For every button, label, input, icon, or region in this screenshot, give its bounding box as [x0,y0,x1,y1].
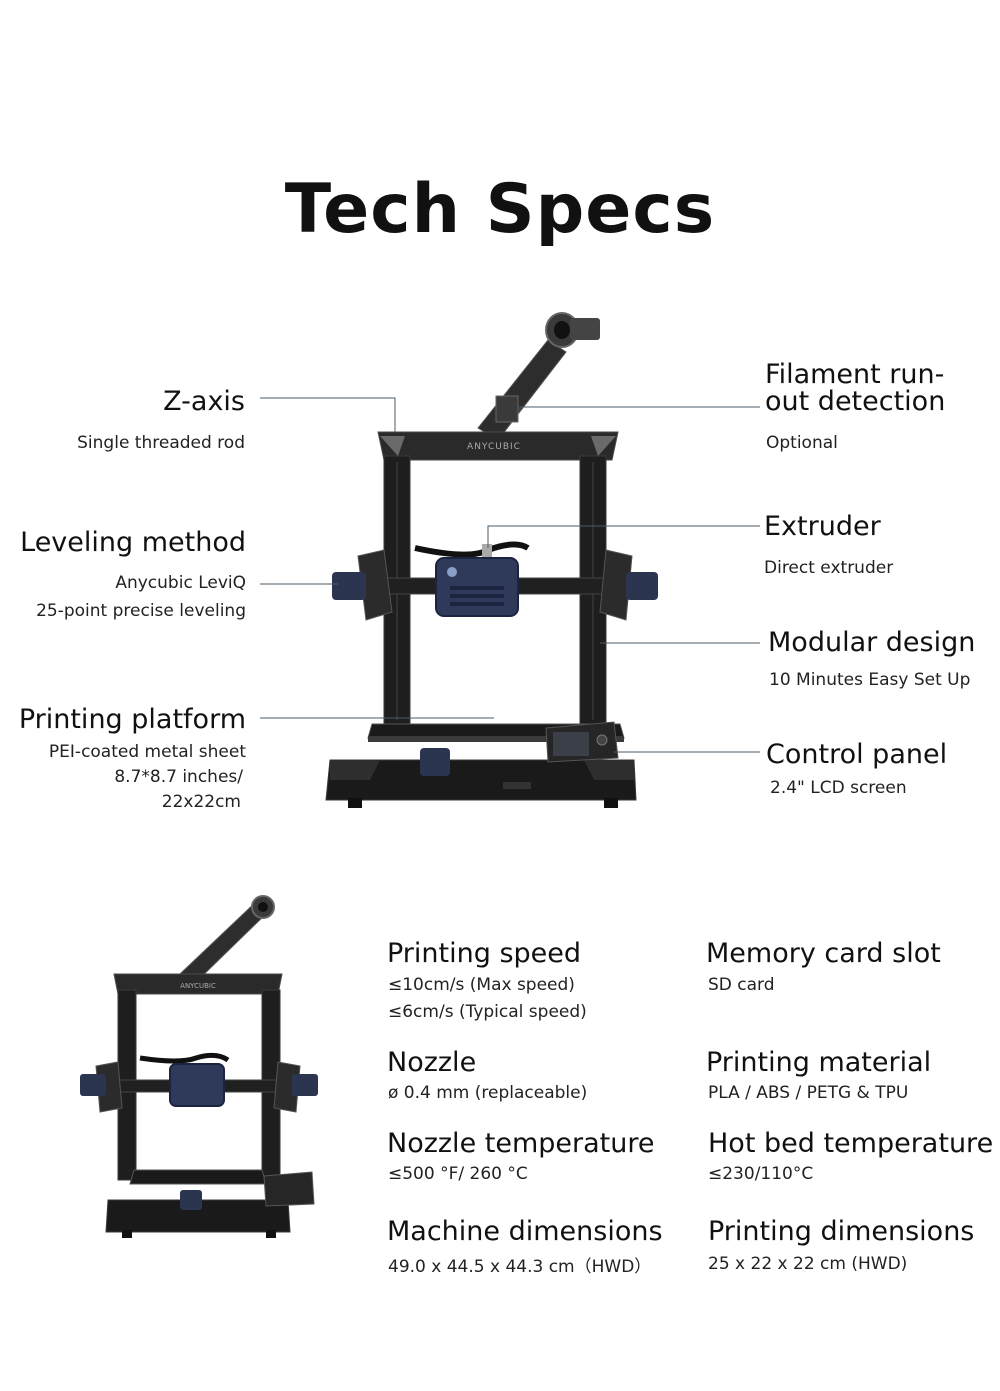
spec-speed-line-2: ≤6cm/s (Typical speed) [388,1002,587,1022]
control-desc: 2.4" LCD screen [770,778,907,798]
page-title: Tech Specs [284,170,716,249]
printer-small-illustration: ANYCUBIC [80,895,318,1238]
spec-nozzle-temp-title: Nozzle temperature [387,1128,655,1159]
platform-desc-3: 22x22cm [161,792,241,812]
control-title: Control panel [766,739,948,770]
spec-speed-title: Printing speed [387,938,582,969]
spec-bed-temp-title: Hot bed temperature [708,1128,994,1159]
printer-illustration: ANYCUBIC [325,312,658,808]
platform-desc-2: 8.7*8.7 inches/ [114,767,243,787]
brand-logo: ANYCUBIC [467,442,521,452]
extruder-desc: Direct extruder [764,558,894,578]
spec-nozzle-temp-line-1: ≤500 °F/ 260 °C [388,1164,528,1184]
spec-nozzle-title: Nozzle [387,1047,477,1078]
spec-memory-title: Memory card slot [706,938,941,969]
spec-bed-temp-line-1: ≤230/110°C [708,1164,814,1184]
spec-print-dim-title: Printing dimensions [708,1216,975,1247]
platform-title: Printing platform [18,704,246,735]
brand-logo-small: ANYCUBIC [180,982,216,990]
modular-desc: 10 Minutes Easy Set Up [769,670,971,690]
spec-print-dim-line-1: 25 x 22 x 22 cm (HWD) [708,1254,908,1274]
spec-material-title: Printing material [706,1047,932,1078]
spec-speed-line-1: ≤10cm/s (Max speed) [388,975,575,995]
spec-material-line-1: PLA / ABS / PETG & TPU [708,1083,909,1103]
filament-desc: Optional [766,433,838,453]
leveling-desc-1: Anycubic LeviQ [115,573,246,593]
z-axis-desc: Single threaded rod [77,433,245,453]
callout-lines [260,397,760,753]
modular-title: Modular design [768,627,976,658]
spec-machine-dim-line-1: 49.0 x 44.5 x 44.3 cm（HWD） [388,1257,652,1277]
leveling-title: Leveling method [20,527,246,558]
spec-memory-line-1: SD card [708,975,775,995]
platform-desc-1: PEI-coated metal sheet [48,742,246,762]
spec-machine-dim-title: Machine dimensions [387,1216,663,1247]
extruder-title: Extruder [764,511,881,542]
filament-title-1: Filament run- [765,359,945,390]
filament-title-2: out detection [765,386,946,417]
leveling-desc-2: 25-point precise leveling [36,601,246,621]
spec-nozzle-line-1: ø 0.4 mm (replaceable) [388,1083,588,1103]
z-axis-title: Z-axis [163,386,245,417]
